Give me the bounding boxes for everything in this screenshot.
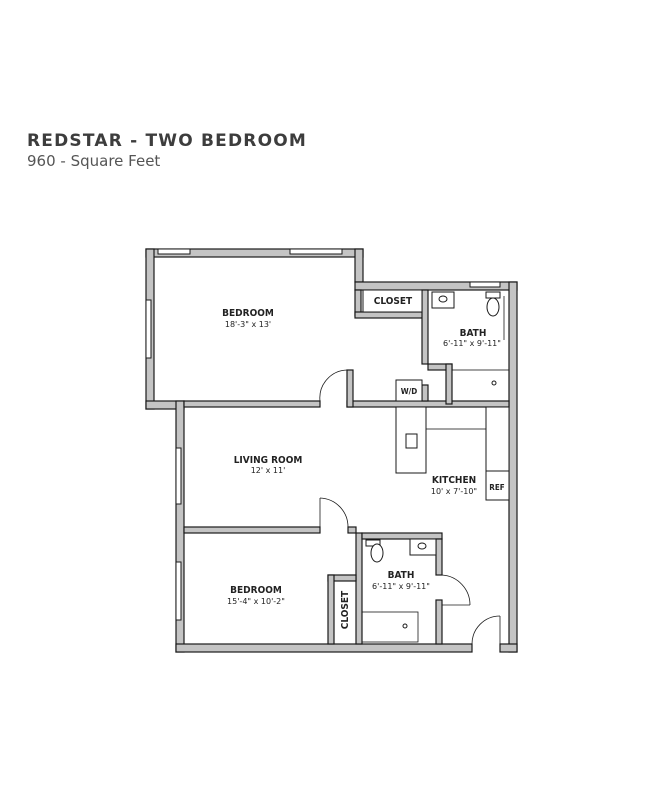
bedroom-1-dimensions: 18'-3" x 13' bbox=[225, 320, 271, 329]
bath-2-dimensions: 6'-11" x 9'-11" bbox=[372, 582, 430, 591]
washer-dryer bbox=[395, 379, 423, 402]
kitchen-fixtures bbox=[395, 406, 510, 501]
bath-1-label: BATH bbox=[460, 328, 487, 339]
living-room-dimensions: 12' x 11' bbox=[251, 466, 286, 475]
windows bbox=[145, 248, 501, 621]
plan-square-footage: 960 - Square Feet bbox=[27, 152, 161, 170]
bath-2-fixtures bbox=[361, 538, 437, 643]
refrigerator-label: REF bbox=[489, 483, 504, 492]
closet-1-box bbox=[362, 289, 423, 313]
kitchen-dimensions: 10' x 7'-10" bbox=[431, 487, 477, 496]
closet-2-label: CLOSET bbox=[340, 590, 351, 629]
bedroom-1-label: BEDROOM bbox=[222, 308, 274, 319]
door-swings bbox=[319, 369, 501, 645]
bedroom-2-label: BEDROOM bbox=[230, 585, 282, 596]
washer-dryer-label: W/D bbox=[401, 387, 418, 396]
kitchen-label: KITCHEN bbox=[432, 475, 476, 486]
bath-1-fixtures bbox=[431, 291, 510, 402]
closet-1-label: CLOSET bbox=[374, 296, 413, 307]
plan-title: REDSTAR - TWO BEDROOM bbox=[27, 131, 307, 151]
bath-1-dimensions: 6'-11" x 9'-11" bbox=[443, 339, 501, 348]
interior-walls bbox=[183, 289, 510, 645]
bath-2-label: BATH bbox=[388, 570, 415, 581]
living-room-label: LIVING ROOM bbox=[234, 455, 303, 466]
bedroom-2-dimensions: 15'-4" x 10'-2" bbox=[227, 597, 285, 606]
